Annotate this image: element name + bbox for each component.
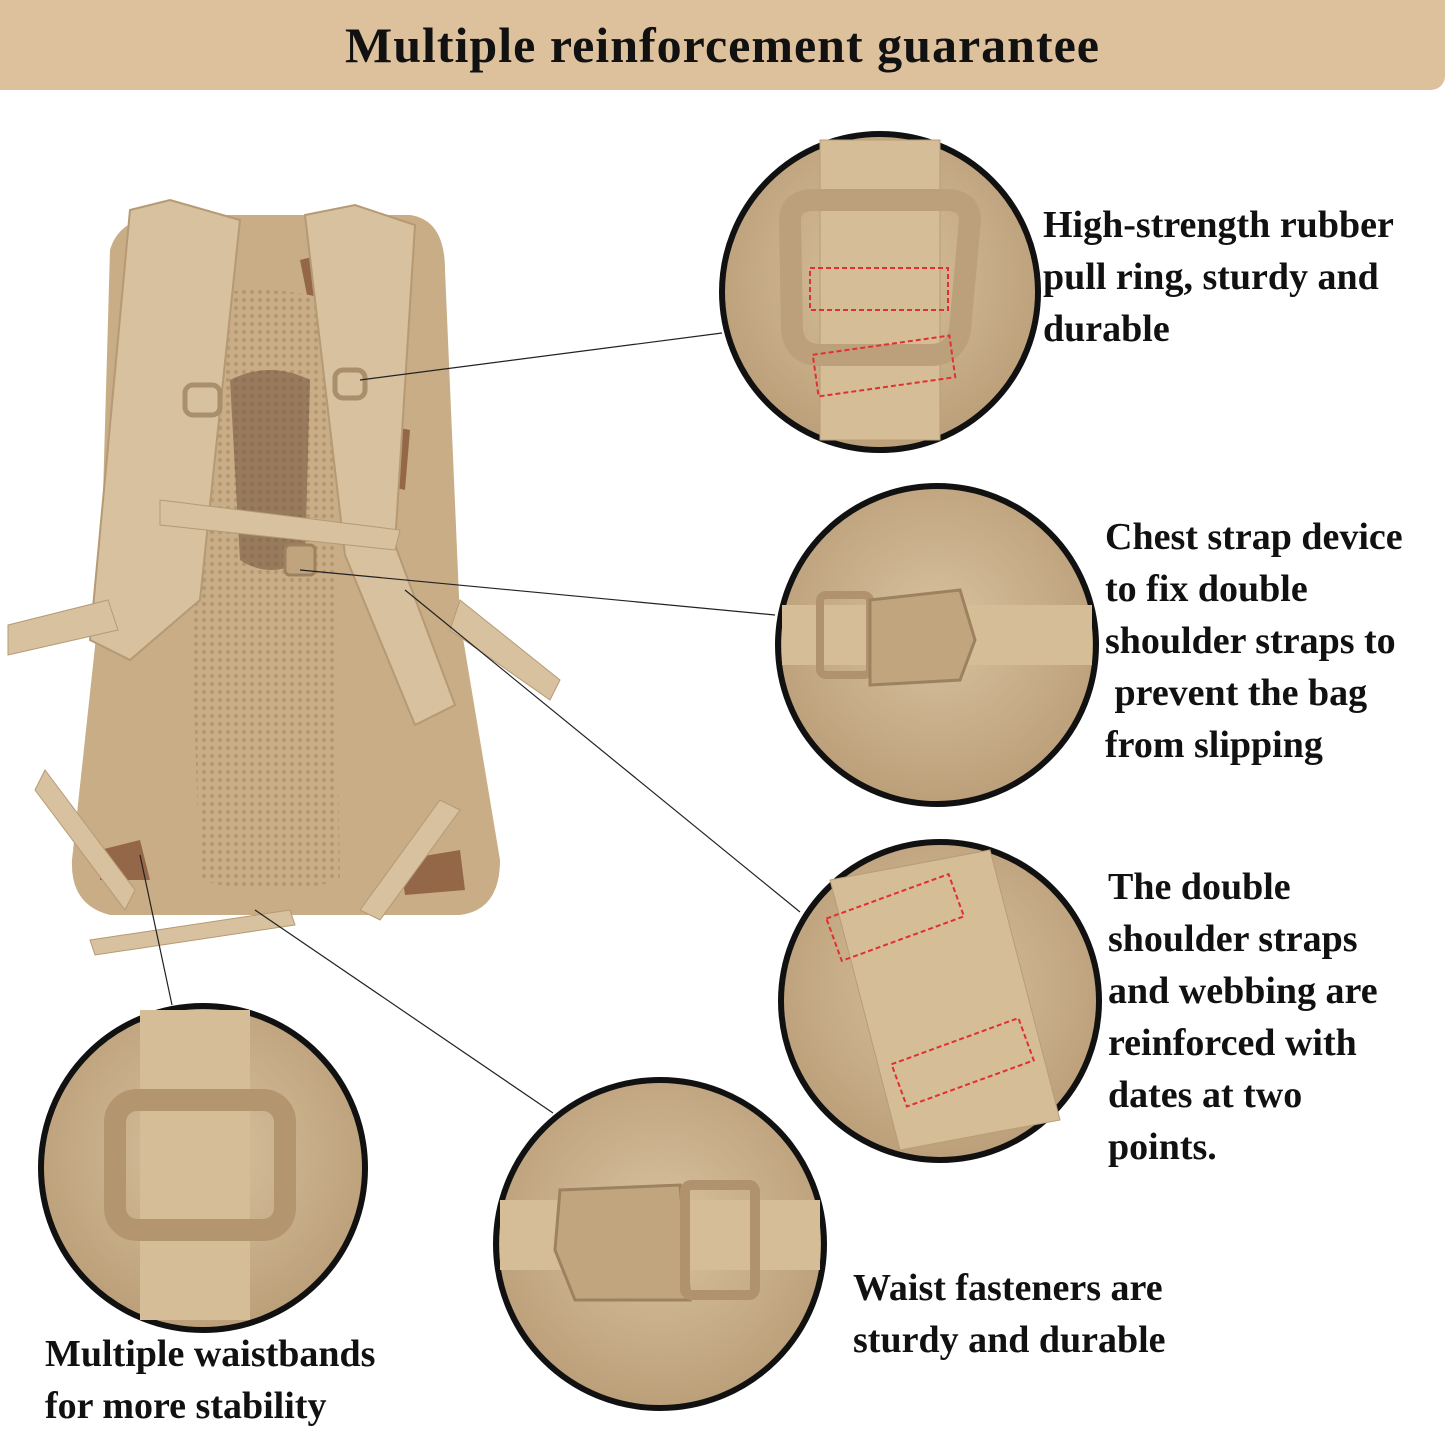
detail-pull-ring	[719, 131, 1041, 453]
callout-line: The double	[1108, 866, 1291, 908]
callout-line: Multiple waistbands	[45, 1333, 376, 1375]
callout-line: Waist fasteners are	[853, 1267, 1163, 1309]
callout-line: dates at two	[1108, 1074, 1303, 1116]
callout-line: shoulder straps to	[1105, 620, 1396, 662]
callout-line: Chest strap device	[1105, 516, 1403, 558]
detail-waistband	[38, 1003, 368, 1333]
page-title: Multiple reinforcement guarantee	[345, 17, 1100, 73]
callout-line: High-strength rubber	[1043, 204, 1394, 246]
callout-chest-strap: Chest strap device to fix double shoulde…	[1105, 511, 1403, 771]
detail-chest-strap	[775, 483, 1099, 807]
detail-waist-fastener	[493, 1077, 827, 1411]
backpack-image	[7, 198, 561, 956]
callout-line: to fix double	[1105, 568, 1308, 610]
callout-line: points.	[1108, 1126, 1217, 1168]
callout-waist-fasteners: Waist fasteners are sturdy and durable	[853, 1262, 1166, 1366]
callout-line: pull ring, sturdy and	[1043, 256, 1379, 298]
callout-pull-ring: High-strength rubber pull ring, sturdy a…	[1043, 199, 1394, 355]
callout-line: and webbing are	[1108, 970, 1378, 1012]
callout-line: sturdy and durable	[853, 1319, 1166, 1361]
callout-line: for more stability	[45, 1385, 327, 1427]
title-banner: Multiple reinforcement guarantee	[0, 0, 1445, 90]
callout-line: prevent the bag	[1105, 672, 1368, 714]
detail-shoulder-strap	[778, 839, 1102, 1163]
callout-line: shoulder straps	[1108, 918, 1358, 960]
callout-line: durable	[1043, 308, 1170, 350]
callout-line: from slipping	[1105, 724, 1323, 766]
leader-lines	[139, 332, 801, 1114]
callout-line: reinforced with	[1108, 1022, 1357, 1064]
callout-waistbands: Multiple waistbands for more stability	[45, 1328, 375, 1432]
callout-shoulder-straps: The double shoulder straps and webbing a…	[1108, 861, 1378, 1173]
